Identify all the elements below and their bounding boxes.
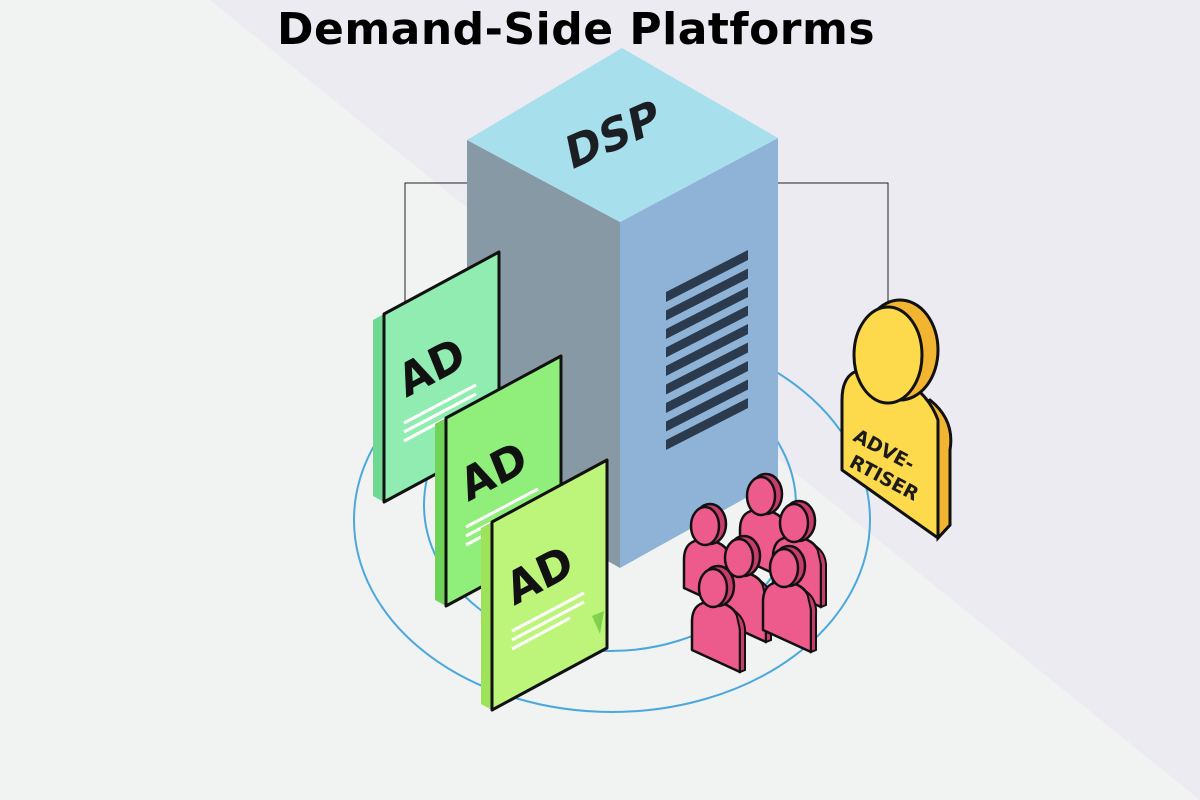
ad-card-1: AD [373,250,501,504]
vent-slat [666,379,748,432]
connector-right [768,182,889,350]
ad-documents: AD AD AD [373,250,609,712]
vent-slat [666,268,748,321]
vent-slat [666,342,748,395]
vent-slat [666,398,748,450]
vent-slat [666,324,748,376]
vent-slat [666,361,748,413]
audience-person [761,544,818,654]
ad-card-text-lines [511,591,585,651]
connector-left [404,182,478,350]
ad-card-3: AD [481,458,609,712]
ad-card-side [481,522,492,710]
ad-card-side [435,418,446,606]
vent-slat [666,305,748,358]
audience-group [682,472,828,674]
audience-person [690,564,747,674]
server-vent [666,250,748,450]
ad-card-3-face [490,458,609,712]
page-title: Demand-Side Platforms [276,4,876,55]
advertiser-head [852,305,924,405]
connector-lines [404,182,889,350]
ad-card-side [373,314,384,502]
server-top-face [467,48,778,222]
vent-slat [666,250,748,302]
ad-card-fold [592,611,604,634]
vent-slat [666,287,748,339]
advertiser-figure: ADVE- RTISER [840,298,953,542]
